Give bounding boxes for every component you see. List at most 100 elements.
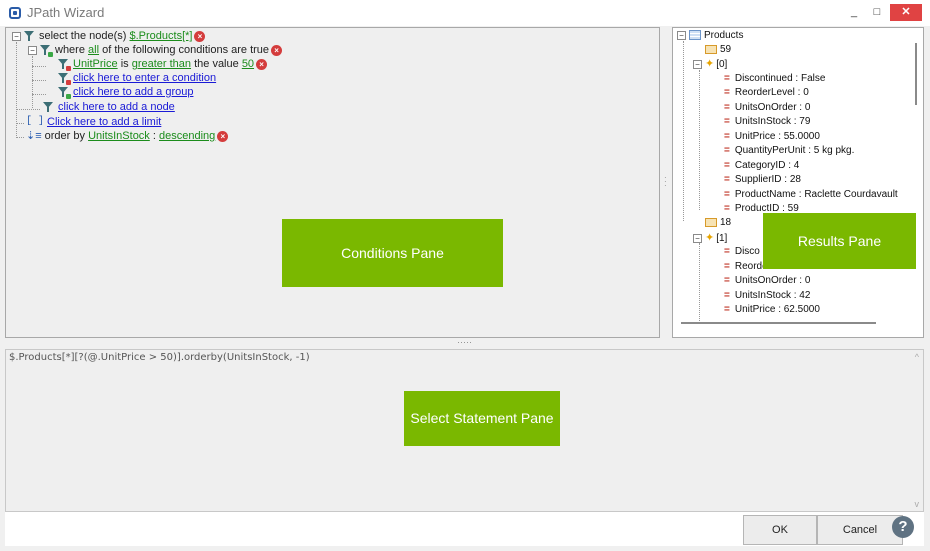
object-icon: ✦: [705, 232, 715, 244]
sort-descending-icon: ⇣≡: [26, 130, 42, 143]
tree-guide-line: [16, 109, 40, 110]
property-icon: =: [724, 174, 730, 185]
result-field-text: UnitsOnOrder : 0: [734, 275, 811, 286]
app-icon: [9, 7, 21, 19]
add-group-link[interactable]: click here to add a group: [73, 86, 194, 99]
order-direction-link[interactable]: descending: [159, 130, 216, 143]
tree-guide-line: [699, 243, 700, 323]
where-row: −where all of the following conditions a…: [28, 43, 283, 57]
scroll-up-icon[interactable]: ^: [914, 352, 919, 362]
minimize-button[interactable]: _: [850, 6, 858, 18]
result-field-row[interactable]: = UnitPrice : 62.5000: [724, 303, 820, 317]
filter-group-icon: [40, 44, 53, 57]
results-pane[interactable]: − Products 59 −✦[0] =Discontinued : False…: [672, 27, 924, 338]
result-item-row[interactable]: −✦[1]: [693, 231, 727, 245]
select-label: select the node(s): [39, 30, 127, 43]
remove-icon[interactable]: ×: [271, 44, 283, 56]
select-path-link[interactable]: $.Products[*]: [129, 30, 193, 43]
main-area: −select the node(s) $.Products[*]× −wher…: [0, 26, 930, 551]
filter-add-condition-icon: [58, 72, 71, 85]
vertical-splitter[interactable]: ···: [664, 173, 667, 190]
add-node-link[interactable]: click here to add a node: [58, 101, 175, 114]
order-label: order by: [44, 130, 85, 143]
conditions-pane[interactable]: −select the node(s) $.Products[*]× −wher…: [5, 27, 660, 338]
order-field-link[interactable]: UnitsInStock: [88, 130, 150, 143]
result-count-row[interactable]: 59: [705, 43, 731, 57]
window-title: JPath Wizard: [27, 5, 105, 20]
result-field-row[interactable]: =UnitPrice : 55.0000: [724, 130, 820, 144]
help-icon[interactable]: ?: [892, 516, 914, 538]
collapse-toggle[interactable]: −: [28, 45, 37, 55]
tree-guide-line: [32, 80, 46, 81]
results-vertical-scrollbar[interactable]: [915, 43, 917, 105]
result-field-row[interactable]: =ProductName : Raclette Courdavault: [724, 188, 898, 202]
result-field-text: ProductID : 59: [734, 203, 799, 214]
value-icon: [705, 217, 717, 227]
property-icon: =: [724, 145, 730, 156]
add-limit-link[interactable]: Click here to add a limit: [47, 116, 162, 129]
add-condition-row: click here to enter a condition: [58, 71, 216, 85]
condition-row: UnitPrice is greater than the value 50×: [58, 57, 268, 71]
results-root-label: Products: [704, 30, 744, 41]
tree-guide-line: [32, 66, 46, 67]
scroll-down-icon[interactable]: v: [914, 499, 920, 509]
property-icon: =: [724, 203, 730, 214]
statement-pane-label: Select Statement Pane: [404, 391, 560, 446]
horizontal-splitter[interactable]: ·····: [457, 337, 472, 347]
collapse-toggle[interactable]: −: [693, 234, 702, 243]
result-item-row[interactable]: −✦[0]: [693, 57, 727, 71]
tree-guide-line: [16, 123, 24, 124]
result-field-row[interactable]: =UnitsInStock : 79: [724, 115, 810, 129]
filter-icon: [24, 30, 35, 42]
cancel-button[interactable]: Cancel: [817, 515, 903, 545]
add-node-row: click here to add a node: [43, 100, 175, 114]
result-field-row[interactable]: =SupplierID : 28: [724, 173, 801, 187]
quantifier-link[interactable]: all: [88, 44, 100, 57]
property-icon: =: [724, 160, 730, 171]
filter-add-node-icon: [43, 101, 54, 113]
results-horizontal-scrollbar[interactable]: [681, 322, 876, 324]
result-field-row[interactable]: =UnitsOnOrder : 0: [724, 274, 810, 288]
result-field-text: Disco: [734, 246, 760, 257]
remove-icon[interactable]: ×: [256, 58, 268, 70]
remove-icon[interactable]: ×: [194, 30, 206, 42]
order-separator: :: [152, 130, 156, 143]
remove-icon[interactable]: ×: [217, 130, 229, 142]
add-limit-row: [ ]Click here to add a limit: [26, 115, 161, 129]
result-field-text: UnitsOnOrder : 0: [734, 102, 811, 113]
result-field-row[interactable]: =Disco: [724, 245, 760, 259]
result-field-row[interactable]: =QuantityPerUnit : 5 kg pkg.: [724, 144, 854, 158]
filter-condition-icon: [58, 58, 71, 71]
result-field-row[interactable]: =Discontinued : False: [724, 72, 825, 86]
property-icon: =: [724, 189, 730, 200]
field-link[interactable]: UnitPrice: [73, 58, 118, 71]
operator-link[interactable]: greater than: [131, 58, 192, 71]
collapse-toggle[interactable]: −: [12, 31, 21, 41]
tree-guide-line: [32, 56, 33, 108]
result-field-row[interactable]: = ProductID : 59: [724, 202, 799, 216]
collapse-toggle[interactable]: −: [677, 31, 686, 40]
value-link[interactable]: 50: [241, 58, 255, 71]
result-field-row[interactable]: =Reorde: [724, 260, 768, 274]
maximize-button[interactable]: □: [873, 6, 881, 18]
collapse-toggle[interactable]: −: [693, 60, 702, 69]
select-row: − select the node(s) $.Products[*]×: [12, 29, 206, 43]
result-count-row[interactable]: 18: [705, 216, 731, 230]
close-button[interactable]: ✕: [890, 4, 922, 21]
property-icon: =: [724, 261, 730, 272]
results-root-row[interactable]: − Products: [677, 29, 743, 43]
property-icon: =: [724, 102, 730, 113]
result-field-row[interactable]: =ReorderLevel : 0: [724, 86, 809, 100]
order-row: ⇣≡order by UnitsInStock : descending×: [26, 129, 229, 143]
add-condition-link[interactable]: click here to enter a condition: [73, 72, 217, 85]
select-statement-text[interactable]: $.Products[*][?(@.UnitPrice > 50)].order…: [9, 352, 310, 363]
result-field-row[interactable]: =UnitsInStock : 42: [724, 289, 810, 303]
property-icon: =: [724, 304, 730, 315]
result-field-text: UnitPrice : 62.5000: [734, 304, 820, 315]
ok-button[interactable]: OK: [743, 515, 817, 545]
result-field-row[interactable]: =CategoryID : 4: [724, 159, 799, 173]
limit-icon: [ ]: [26, 116, 45, 128]
property-icon: =: [724, 116, 730, 127]
statement-pane[interactable]: $.Products[*][?(@.UnitPrice > 50)].order…: [5, 349, 924, 512]
result-field-row[interactable]: = UnitsOnOrder : 0: [724, 101, 810, 115]
